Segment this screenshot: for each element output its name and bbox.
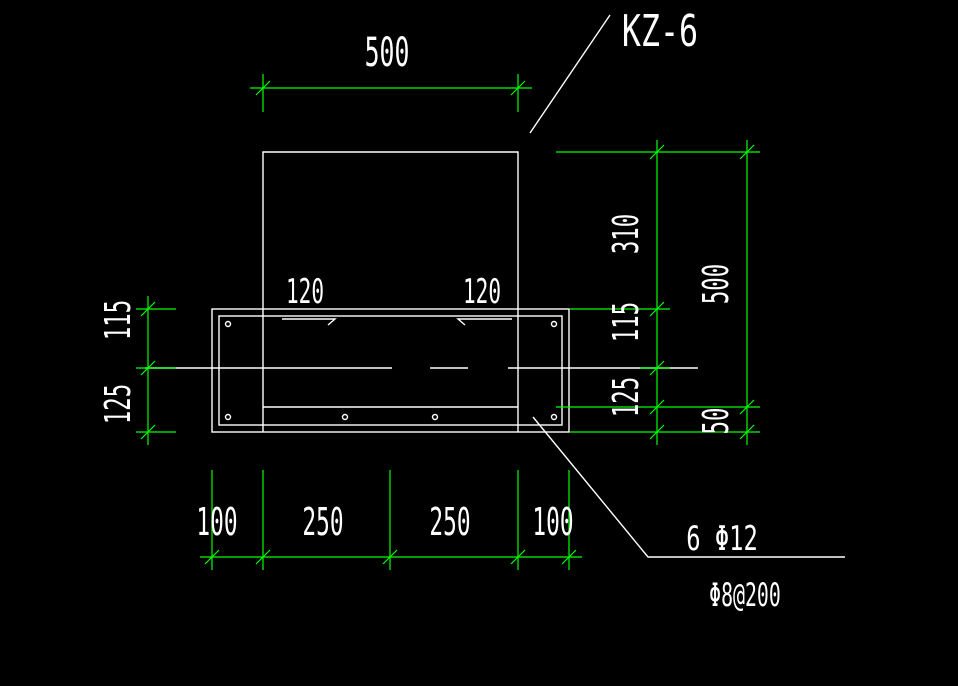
labels: KZ-6 500 120 120 115 125 310 115 125 500… bbox=[98, 6, 781, 615]
rebar-dot bbox=[224, 413, 232, 421]
column-id-label: KZ-6 bbox=[622, 6, 698, 58]
left-dim-lower-label: 125 bbox=[98, 384, 140, 424]
left-ledge-leader bbox=[282, 318, 337, 326]
top-width-label: 500 bbox=[365, 29, 410, 76]
column-outline bbox=[145, 14, 845, 558]
left-dim-upper-label: 115 bbox=[98, 300, 140, 340]
bottom-dim-3-label: 250 bbox=[429, 501, 470, 545]
rebar-bars bbox=[224, 320, 558, 421]
stirrup-rect bbox=[218, 315, 563, 426]
dimension-lines bbox=[136, 74, 760, 570]
stirrup-label: Φ8@200 bbox=[709, 577, 781, 614]
kz-leader bbox=[529, 14, 611, 134]
right-dim-115-label: 115 bbox=[606, 302, 648, 342]
rebar-dot bbox=[550, 320, 558, 328]
rebar-dot bbox=[550, 413, 558, 421]
bottom-dim-2-label: 250 bbox=[302, 501, 343, 545]
right-dim-125-label: 125 bbox=[606, 377, 648, 417]
bottom-dim-4-label: 100 bbox=[532, 501, 573, 545]
rebar-leader bbox=[532, 416, 845, 558]
rebar-dot bbox=[431, 413, 439, 421]
right-ledge-label: 120 bbox=[463, 272, 501, 312]
main-rebar-label: 6 Φ12 bbox=[686, 519, 758, 558]
upper-column-edge bbox=[262, 151, 519, 432]
right-dim-500-label: 500 bbox=[696, 264, 738, 304]
left-ledge-label: 120 bbox=[286, 272, 324, 312]
right-dim-310-label: 310 bbox=[606, 214, 648, 254]
rebar-dot bbox=[224, 320, 232, 328]
bottom-dim-1-label: 100 bbox=[196, 501, 237, 545]
right-ledge-leader bbox=[456, 318, 512, 326]
right-dim-50-label: 50 bbox=[696, 408, 738, 435]
outer-base-rect bbox=[211, 308, 570, 433]
rebar-dot bbox=[341, 413, 349, 421]
